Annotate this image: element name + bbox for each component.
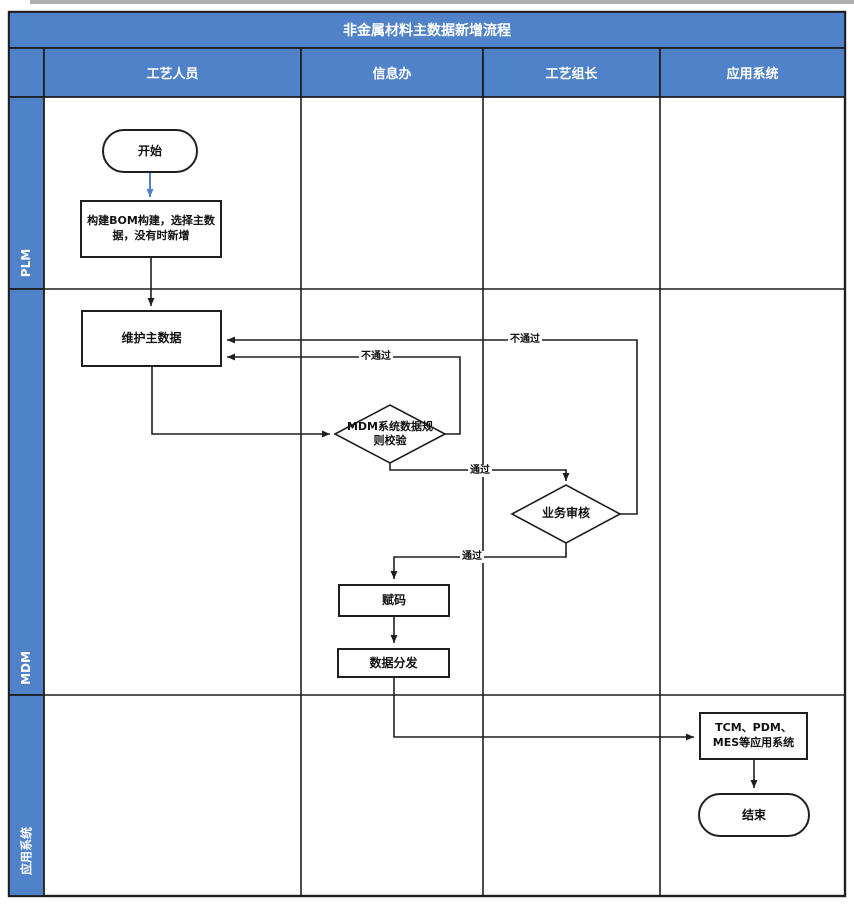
header-stub-cell	[8, 47, 45, 98]
mdm-check-label: MDM系统数据规则校验	[346, 419, 434, 447]
diagram-title: 非金属材料主数据新增流程	[343, 22, 511, 39]
edge-mdmcheck-fail-to-maintain	[227, 353, 461, 435]
build-bom-node: 构建BOM构建，选择主数据，没有时新增	[80, 200, 222, 258]
end-node: 结束	[698, 793, 810, 837]
edge-distribute-to-appsystems	[393, 678, 694, 741]
lane-band-appsys	[8, 694, 45, 897]
start-node: 开始	[102, 129, 198, 173]
lane-band-mdm	[8, 288, 45, 696]
biz-review-label: 业务审核	[541, 506, 590, 521]
assign-code-node: 赋码	[338, 584, 450, 617]
edge-label-mdm-pass: 通过	[468, 465, 492, 477]
edge-maintain-to-mdmcheck	[151, 367, 330, 438]
diamond-biz-review	[510, 484, 622, 544]
app-systems-node: TCM、PDM、MES等应用系统	[699, 712, 808, 760]
distribute-node: 数据分发	[337, 648, 450, 678]
edge-bizreview-fail-to-maintain	[227, 336, 638, 515]
lane-label-plm: PLM	[19, 248, 33, 278]
column-header-team-leader: 工艺组长	[545, 67, 598, 82]
column-header-process-staff: 工艺人员	[146, 67, 199, 82]
edge-label-biz-fail: 不通过	[508, 334, 542, 346]
column-header-info-office: 信息办	[372, 67, 412, 82]
screenshot-edge-artifact	[30, 0, 854, 4]
column-header-app-system: 应用系统	[726, 67, 779, 82]
lane-label-appsystem: 应用系统	[19, 826, 34, 876]
header-cell-4	[659, 47, 846, 98]
diamond-mdm-check	[333, 404, 447, 464]
title-band	[8, 11, 846, 49]
edge-label-biz-pass: 通过	[460, 551, 484, 563]
lane-label-mdm: MDM	[19, 651, 33, 685]
header-cell-3	[482, 47, 661, 98]
edge-label-mdm-fail: 不通过	[359, 351, 393, 363]
maintain-masterdata-node: 维护主数据	[81, 310, 222, 367]
lane-band-plm	[8, 96, 45, 290]
